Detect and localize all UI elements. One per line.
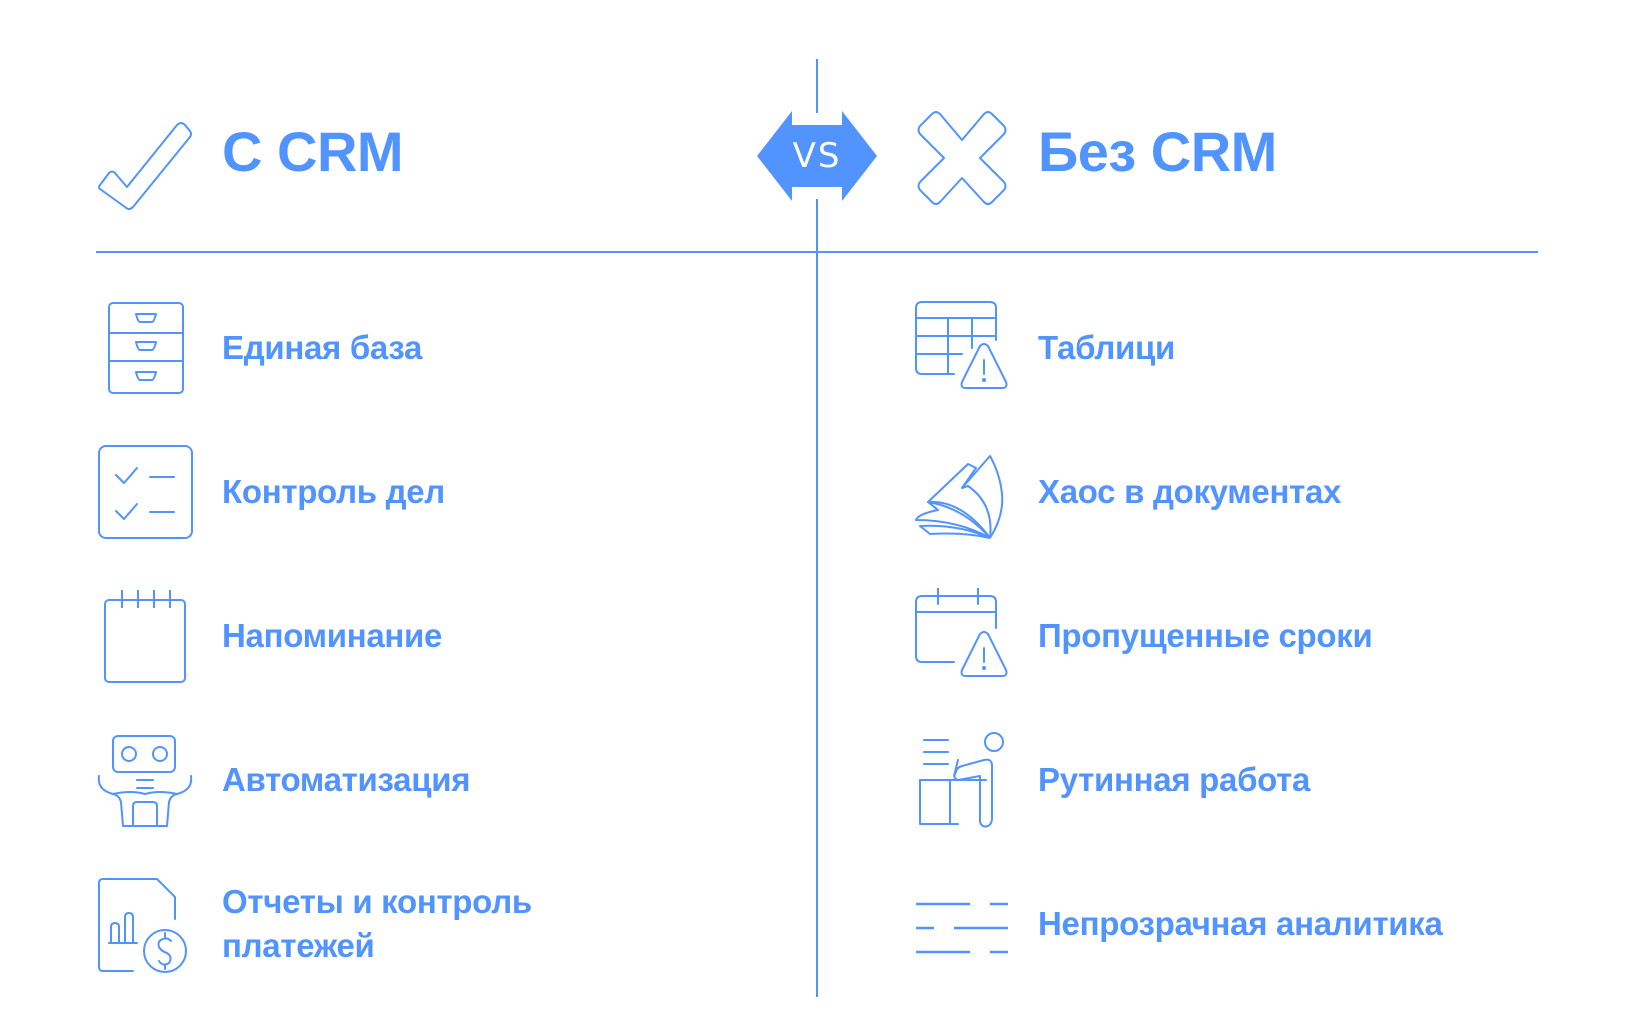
vs-badge bbox=[757, 111, 877, 201]
file-cabinet-icon bbox=[97, 300, 193, 396]
dashed-lines-icon bbox=[914, 880, 1010, 976]
checkmark-icon bbox=[97, 115, 193, 211]
vs-hexagon-icon bbox=[757, 111, 877, 201]
left-item-label: Контроль дел bbox=[222, 473, 445, 510]
robot-icon bbox=[97, 732, 193, 828]
checklist-icon bbox=[97, 444, 193, 540]
right-title: Без CRM bbox=[1038, 120, 1277, 183]
report-payment-icon bbox=[97, 877, 193, 973]
left-item-label: Напоминание bbox=[222, 617, 443, 654]
center-divider-top bbox=[816, 59, 818, 113]
center-divider-bottom bbox=[816, 199, 818, 997]
right-item-label: Пропущенные сроки bbox=[1038, 617, 1373, 654]
table-warning-icon bbox=[914, 300, 1010, 396]
left-item-label: Автоматизация bbox=[222, 761, 471, 798]
left-title: С CRM bbox=[222, 120, 404, 183]
scattered-papers-icon bbox=[914, 444, 1010, 540]
right-item-label: Рутинная работа bbox=[1038, 761, 1311, 798]
notepad-icon bbox=[97, 588, 193, 684]
header-divider bbox=[96, 251, 1538, 253]
left-item-label-line2: платежей bbox=[222, 927, 375, 964]
vs-label: VS bbox=[792, 136, 842, 176]
right-item-label: Хаос в документах bbox=[1038, 473, 1342, 510]
person-at-desk-icon bbox=[914, 732, 1010, 828]
calendar-warning-icon bbox=[914, 588, 1010, 684]
left-item-label: Единая база bbox=[222, 329, 423, 366]
right-item-label: Непрозрачная аналитика bbox=[1038, 905, 1443, 942]
cross-icon bbox=[914, 110, 1010, 206]
left-item-label: Отчеты и контроль bbox=[222, 883, 532, 920]
right-item-label: Таблици bbox=[1038, 329, 1175, 366]
